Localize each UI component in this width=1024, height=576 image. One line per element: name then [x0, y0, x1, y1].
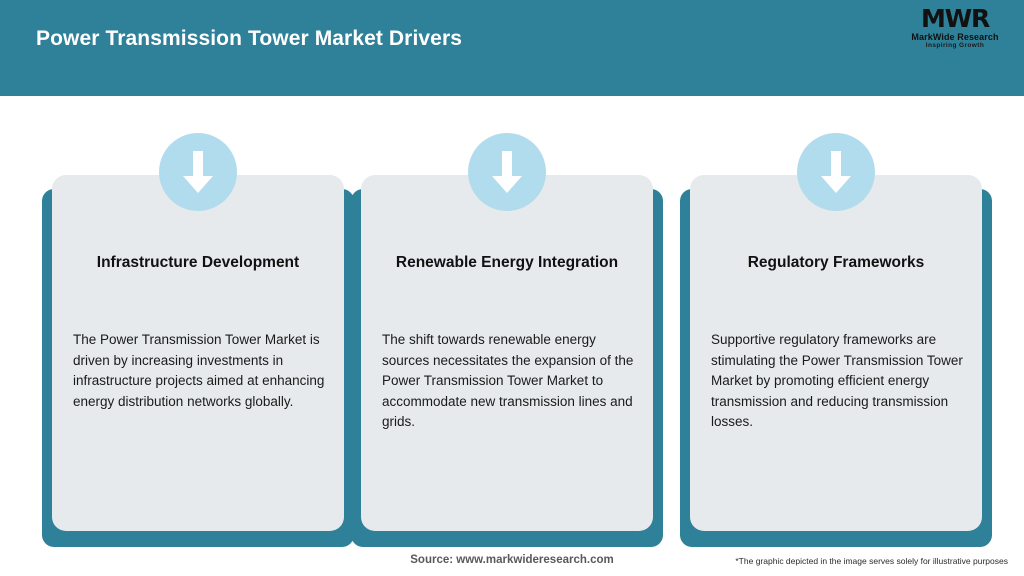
- card-title: Renewable Energy Integration: [395, 254, 619, 271]
- disclaimer-note: *The graphic depicted in the image serve…: [735, 556, 1008, 566]
- card-title: Regulatory Frameworks: [747, 254, 925, 271]
- card-surface: Renewable Energy Integration The shift t…: [361, 133, 653, 531]
- source-label: Source: www.markwideresearch.com: [410, 554, 614, 566]
- header-bar: Power Transmission Tower Market Drivers …: [0, 0, 1024, 96]
- card-title: Infrastructure Development: [96, 254, 300, 271]
- arrow-down-icon: [797, 133, 875, 211]
- card-body-text: The Power Transmission Tower Market is d…: [73, 332, 325, 409]
- logo-mark-text: MWR: [920, 4, 990, 33]
- brand-logo: MWR MarkWide Research Inspiring Growth: [900, 6, 1010, 54]
- driver-card-1: Infrastructure Development The Power Tra…: [42, 133, 354, 547]
- card-surface: Infrastructure Development The Power Tra…: [52, 133, 344, 531]
- driver-card-3: Regulatory Frameworks Supportive regulat…: [680, 133, 992, 547]
- page-title: Power Transmission Tower Market Drivers: [36, 27, 463, 50]
- logo-tagline: Inspiring Growth: [925, 42, 985, 49]
- arrow-down-icon: [468, 133, 546, 211]
- driver-card-row: Infrastructure Development The Power Tra…: [0, 96, 1024, 547]
- card-body-text: The shift towards renewable energy sourc…: [382, 332, 634, 429]
- driver-card-2: Renewable Energy Integration The shift t…: [351, 133, 663, 547]
- arrow-down-icon: [159, 133, 237, 211]
- logo-company-name: MarkWide Research: [911, 32, 999, 42]
- card-body-text: Supportive regulatory frameworks are sti…: [711, 332, 963, 429]
- card-surface: Regulatory Frameworks Supportive regulat…: [690, 133, 982, 531]
